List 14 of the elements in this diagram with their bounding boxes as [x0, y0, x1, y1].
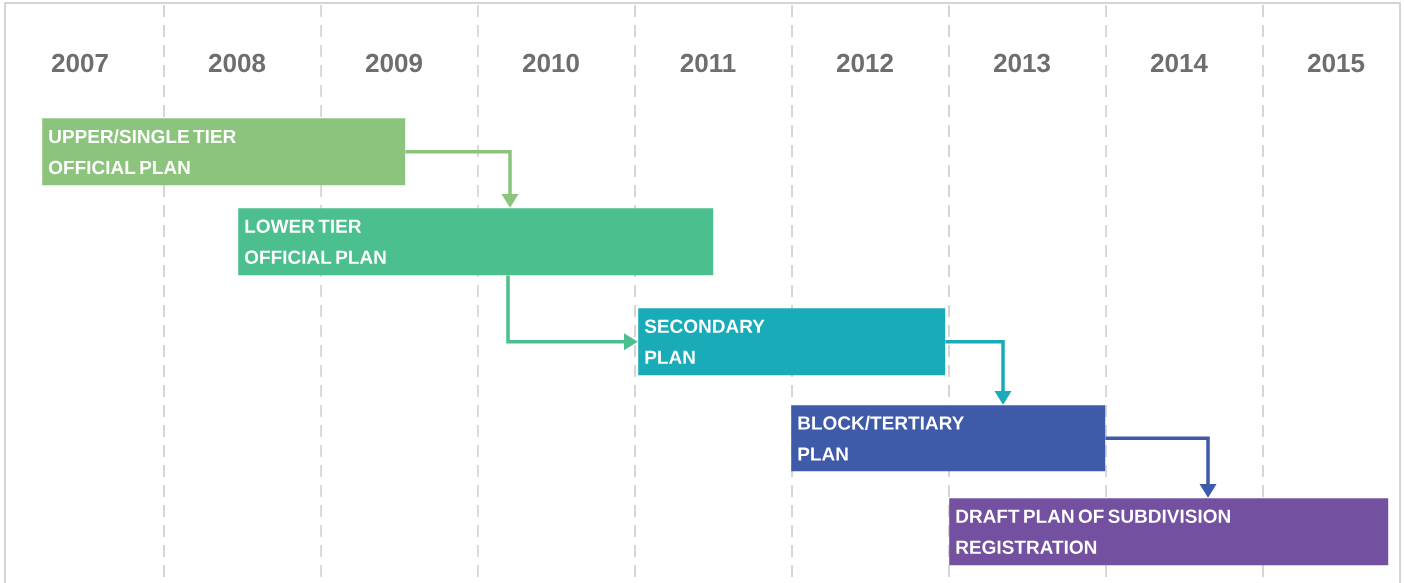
year-label: 2008 [209, 53, 266, 73]
year-label: 2012 [837, 53, 893, 73]
process-box: UPPER/SINGLE TIER OFFICIAL PLAN [42, 118, 406, 186]
year-label: 2014 [1151, 53, 1208, 73]
year-label: 2010 [523, 53, 579, 73]
year-label: 2013 [994, 53, 1050, 73]
process-box: DRAFT PLAN OF SUBDIVISION REGISTRATION [949, 498, 1389, 566]
year-label: 2009 [366, 53, 422, 73]
process-box: BLOCK/TERTIARY PLAN [791, 405, 1106, 472]
year-label: 2007 [52, 53, 108, 73]
process-box: SECONDARY PLAN [638, 308, 946, 376]
year-label: 2011 [680, 53, 736, 73]
year-label: 2015 [1308, 53, 1365, 73]
process-box: LOWER TIER OFFICIAL PLAN [238, 208, 714, 276]
